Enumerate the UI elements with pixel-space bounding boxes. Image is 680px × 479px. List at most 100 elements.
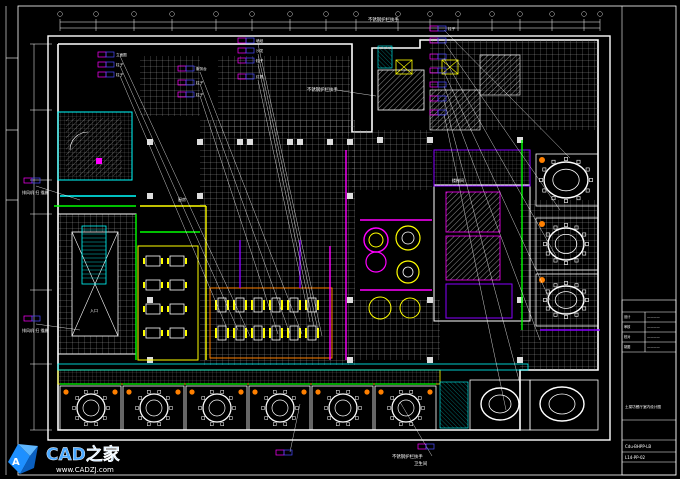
vip-chair — [564, 261, 568, 265]
plant-dot — [539, 221, 545, 227]
chair — [264, 396, 268, 400]
booth-table — [145, 279, 161, 291]
tag-box — [283, 449, 293, 456]
chair — [201, 396, 205, 400]
booth-seat — [161, 258, 163, 264]
tag-box — [31, 315, 41, 322]
tag-label: 柱子 — [116, 72, 124, 77]
cyan-column-top — [377, 45, 393, 69]
booth-seat — [143, 306, 145, 312]
booth-table — [217, 325, 227, 341]
plant-dot — [189, 389, 195, 395]
top-stair-core — [395, 59, 413, 75]
vip-chair — [564, 281, 568, 285]
vip-chair — [582, 306, 587, 311]
bottom-corridor — [57, 369, 441, 385]
vip-chair — [564, 199, 568, 203]
plant-dot — [238, 389, 244, 395]
tag-box — [97, 61, 107, 68]
vip-table — [543, 161, 589, 199]
chair — [220, 422, 225, 426]
booth-seat — [167, 282, 169, 288]
chair — [390, 416, 394, 420]
chair — [387, 406, 391, 410]
plant-dot — [427, 389, 433, 395]
axis-bubble — [517, 11, 523, 17]
chair — [261, 406, 265, 410]
round-table — [202, 393, 232, 423]
chair — [229, 396, 233, 400]
tag-box — [437, 25, 447, 32]
booth-area-left — [137, 245, 199, 361]
tag-box — [245, 73, 255, 80]
plant-dot — [175, 389, 181, 395]
booth-seat — [263, 300, 265, 310]
chair — [283, 422, 288, 426]
label-kitchen: 厨房 — [178, 196, 186, 202]
vip-chair — [553, 312, 558, 317]
title-block-text: 设计———— 审核———— 校对———— 制图———— — [624, 314, 661, 349]
private-room — [248, 385, 311, 431]
center-round-tables — [363, 225, 421, 320]
tag-box — [105, 71, 115, 78]
drawing-number: Cdu-BHPP-LB — [625, 444, 651, 449]
chair — [166, 396, 170, 400]
vip-chair — [574, 283, 579, 288]
private-room — [374, 385, 437, 431]
column — [347, 193, 353, 199]
booth-seat — [215, 328, 217, 338]
chair — [146, 390, 151, 394]
right-grid-3 — [520, 200, 598, 370]
chair — [324, 406, 328, 410]
chair — [283, 390, 288, 394]
vip-chair — [564, 315, 568, 319]
vip-chair — [543, 298, 547, 302]
booth-seat — [287, 328, 289, 338]
tag-box — [275, 449, 285, 456]
chair — [138, 416, 142, 420]
axis-bubble — [455, 11, 461, 17]
round-table-inner — [334, 399, 352, 417]
booth-seat — [143, 282, 145, 288]
column — [147, 193, 153, 199]
vip-table — [547, 285, 585, 315]
booth-table — [253, 297, 263, 313]
vip-chair — [553, 225, 558, 230]
vip-chair — [553, 258, 558, 263]
tag-box — [429, 25, 439, 32]
booth-seat — [245, 328, 247, 338]
booth-seat — [305, 328, 307, 338]
chair — [106, 406, 110, 410]
svg-text:————: ———— — [647, 325, 661, 329]
sheet-number: L14-PP-02 — [625, 455, 645, 460]
column — [197, 193, 203, 199]
round-table — [391, 393, 421, 423]
dimension-line-top — [60, 21, 600, 29]
chair — [272, 390, 277, 394]
chair — [83, 390, 88, 394]
bottom-private-rooms — [59, 383, 437, 431]
vip-chair — [545, 251, 550, 256]
chair — [335, 390, 340, 394]
column — [147, 297, 153, 303]
plant-dot — [252, 389, 258, 395]
chair — [94, 422, 99, 426]
tag-label: 柱子 — [196, 80, 204, 85]
chair — [229, 416, 233, 420]
chair — [409, 422, 414, 426]
axis-bubble — [131, 11, 137, 17]
vip-chair — [576, 159, 581, 164]
tag-label: 沙发 — [256, 48, 264, 53]
vip-room — [535, 153, 599, 207]
magenta-dot-1 — [96, 158, 102, 164]
vip-chair — [545, 232, 550, 237]
booth-seat — [143, 330, 145, 336]
column — [377, 137, 383, 143]
chair — [75, 416, 79, 420]
bottom-corridor-2 — [57, 363, 529, 371]
column — [237, 139, 243, 145]
round-table — [328, 393, 358, 423]
axis-bubble — [427, 11, 433, 17]
chair — [421, 406, 425, 410]
booth-table — [235, 325, 245, 341]
